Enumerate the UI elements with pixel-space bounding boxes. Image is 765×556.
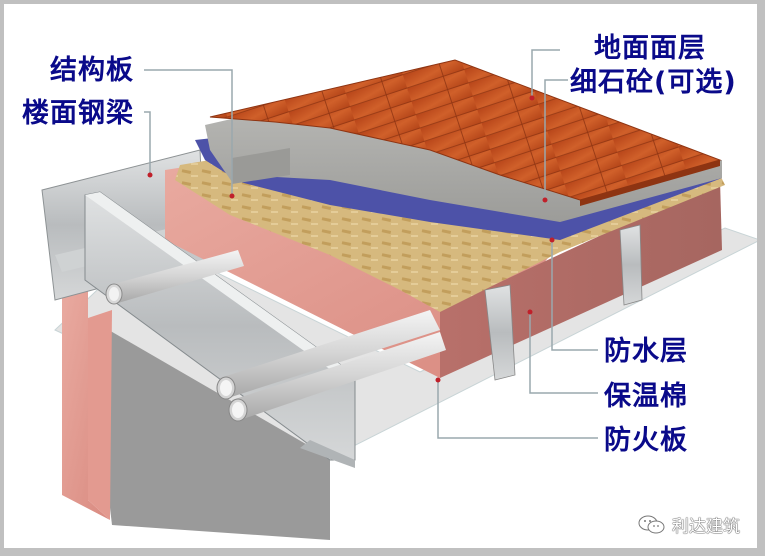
wechat-icon [638, 515, 665, 533]
label-waterproof-layer: 防水层 [604, 336, 688, 367]
label-fine-aggregate-concrete: 细石砼(可选) [570, 67, 737, 98]
label-fireproof-board: 防火板 [604, 425, 688, 456]
label-structural-board: 结构板 [50, 55, 134, 86]
watermark-text: 利达建筑 [672, 517, 740, 537]
watermark: 利达建筑 [638, 512, 740, 537]
leader-dots [147, 95, 555, 383]
label-floor-steel-beam: 楼面钢梁 [22, 98, 134, 129]
pipe [105, 250, 244, 305]
label-floor-finish-layer: 地面面层 [594, 33, 706, 64]
pipe-pair [216, 310, 446, 422]
leader-lines [144, 49, 598, 439]
label-insulation-wool: 保温棉 [604, 381, 688, 412]
